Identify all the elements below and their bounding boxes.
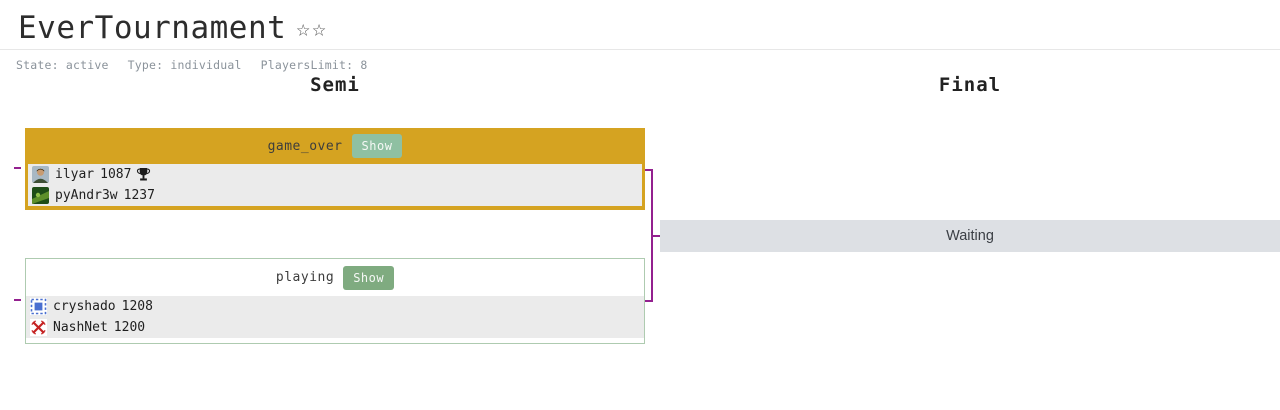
match-card-semi-1: game_over Show ilyar 1087 [25,128,645,210]
meta-state: State: active [16,58,109,72]
player-rating: 1237 [123,188,155,203]
player-name: NashNet [53,320,108,335]
bracket-line-left-1 [14,167,21,169]
header-divider [0,49,1280,50]
match-status: playing [275,270,335,285]
player-list: cryshado 1208 NashNet 1200 [26,296,644,338]
player-row: NashNet 1200 [26,317,644,338]
player-name: pyAndr3w [55,188,118,203]
bracket-line-bottom [645,300,653,302]
round-header-semi: Semi [310,74,360,96]
final-waiting-slot: Waiting [660,220,1280,252]
player-row: pyAndr3w 1237 [28,185,642,206]
meta-type: Type: individual [127,58,242,72]
bracket-line-to-final [653,235,662,237]
bracket-line-top [645,169,653,171]
tournament-meta: State: active Type: individual PlayersLi… [16,58,367,72]
match-card-semi-2: playing Show cryshado 1208 [25,258,645,344]
blue-pixel-square-avatar [30,298,47,315]
player-rating: 1087 [100,167,132,182]
round-header-final: Final [938,74,1002,96]
trophy-winner-icon [137,167,151,181]
player-row: ilyar 1087 [28,164,642,185]
show-match-button[interactable]: Show [343,265,395,290]
favorite-stars-icon[interactable]: ☆☆ [296,16,328,42]
player-rating: 1200 [113,320,146,335]
match-status: game_over [267,138,343,154]
player-list: ilyar 1087 pyAndr3w 1237 [28,164,642,206]
player-name: ilyar [55,167,95,182]
player-name: cryshado [53,299,116,314]
titlebar: EverTournament ☆☆ [18,10,328,46]
match-header: game_over Show [25,128,645,164]
player-rating: 1208 [121,299,153,314]
bracket-line-vertical [651,169,653,302]
page-title: EverTournament [18,10,287,46]
green-character-avatar [32,187,49,204]
show-match-button[interactable]: Show [351,134,403,158]
meta-players-limit: PlayersLimit: 8 [260,58,368,72]
player-row: cryshado 1208 [26,296,644,317]
photo-person-avatar [32,166,49,183]
red-cross-avatar [30,319,47,336]
waiting-label: Waiting [946,228,994,244]
match-header: playing Show [26,259,644,296]
bracket-line-left-2 [14,299,21,301]
